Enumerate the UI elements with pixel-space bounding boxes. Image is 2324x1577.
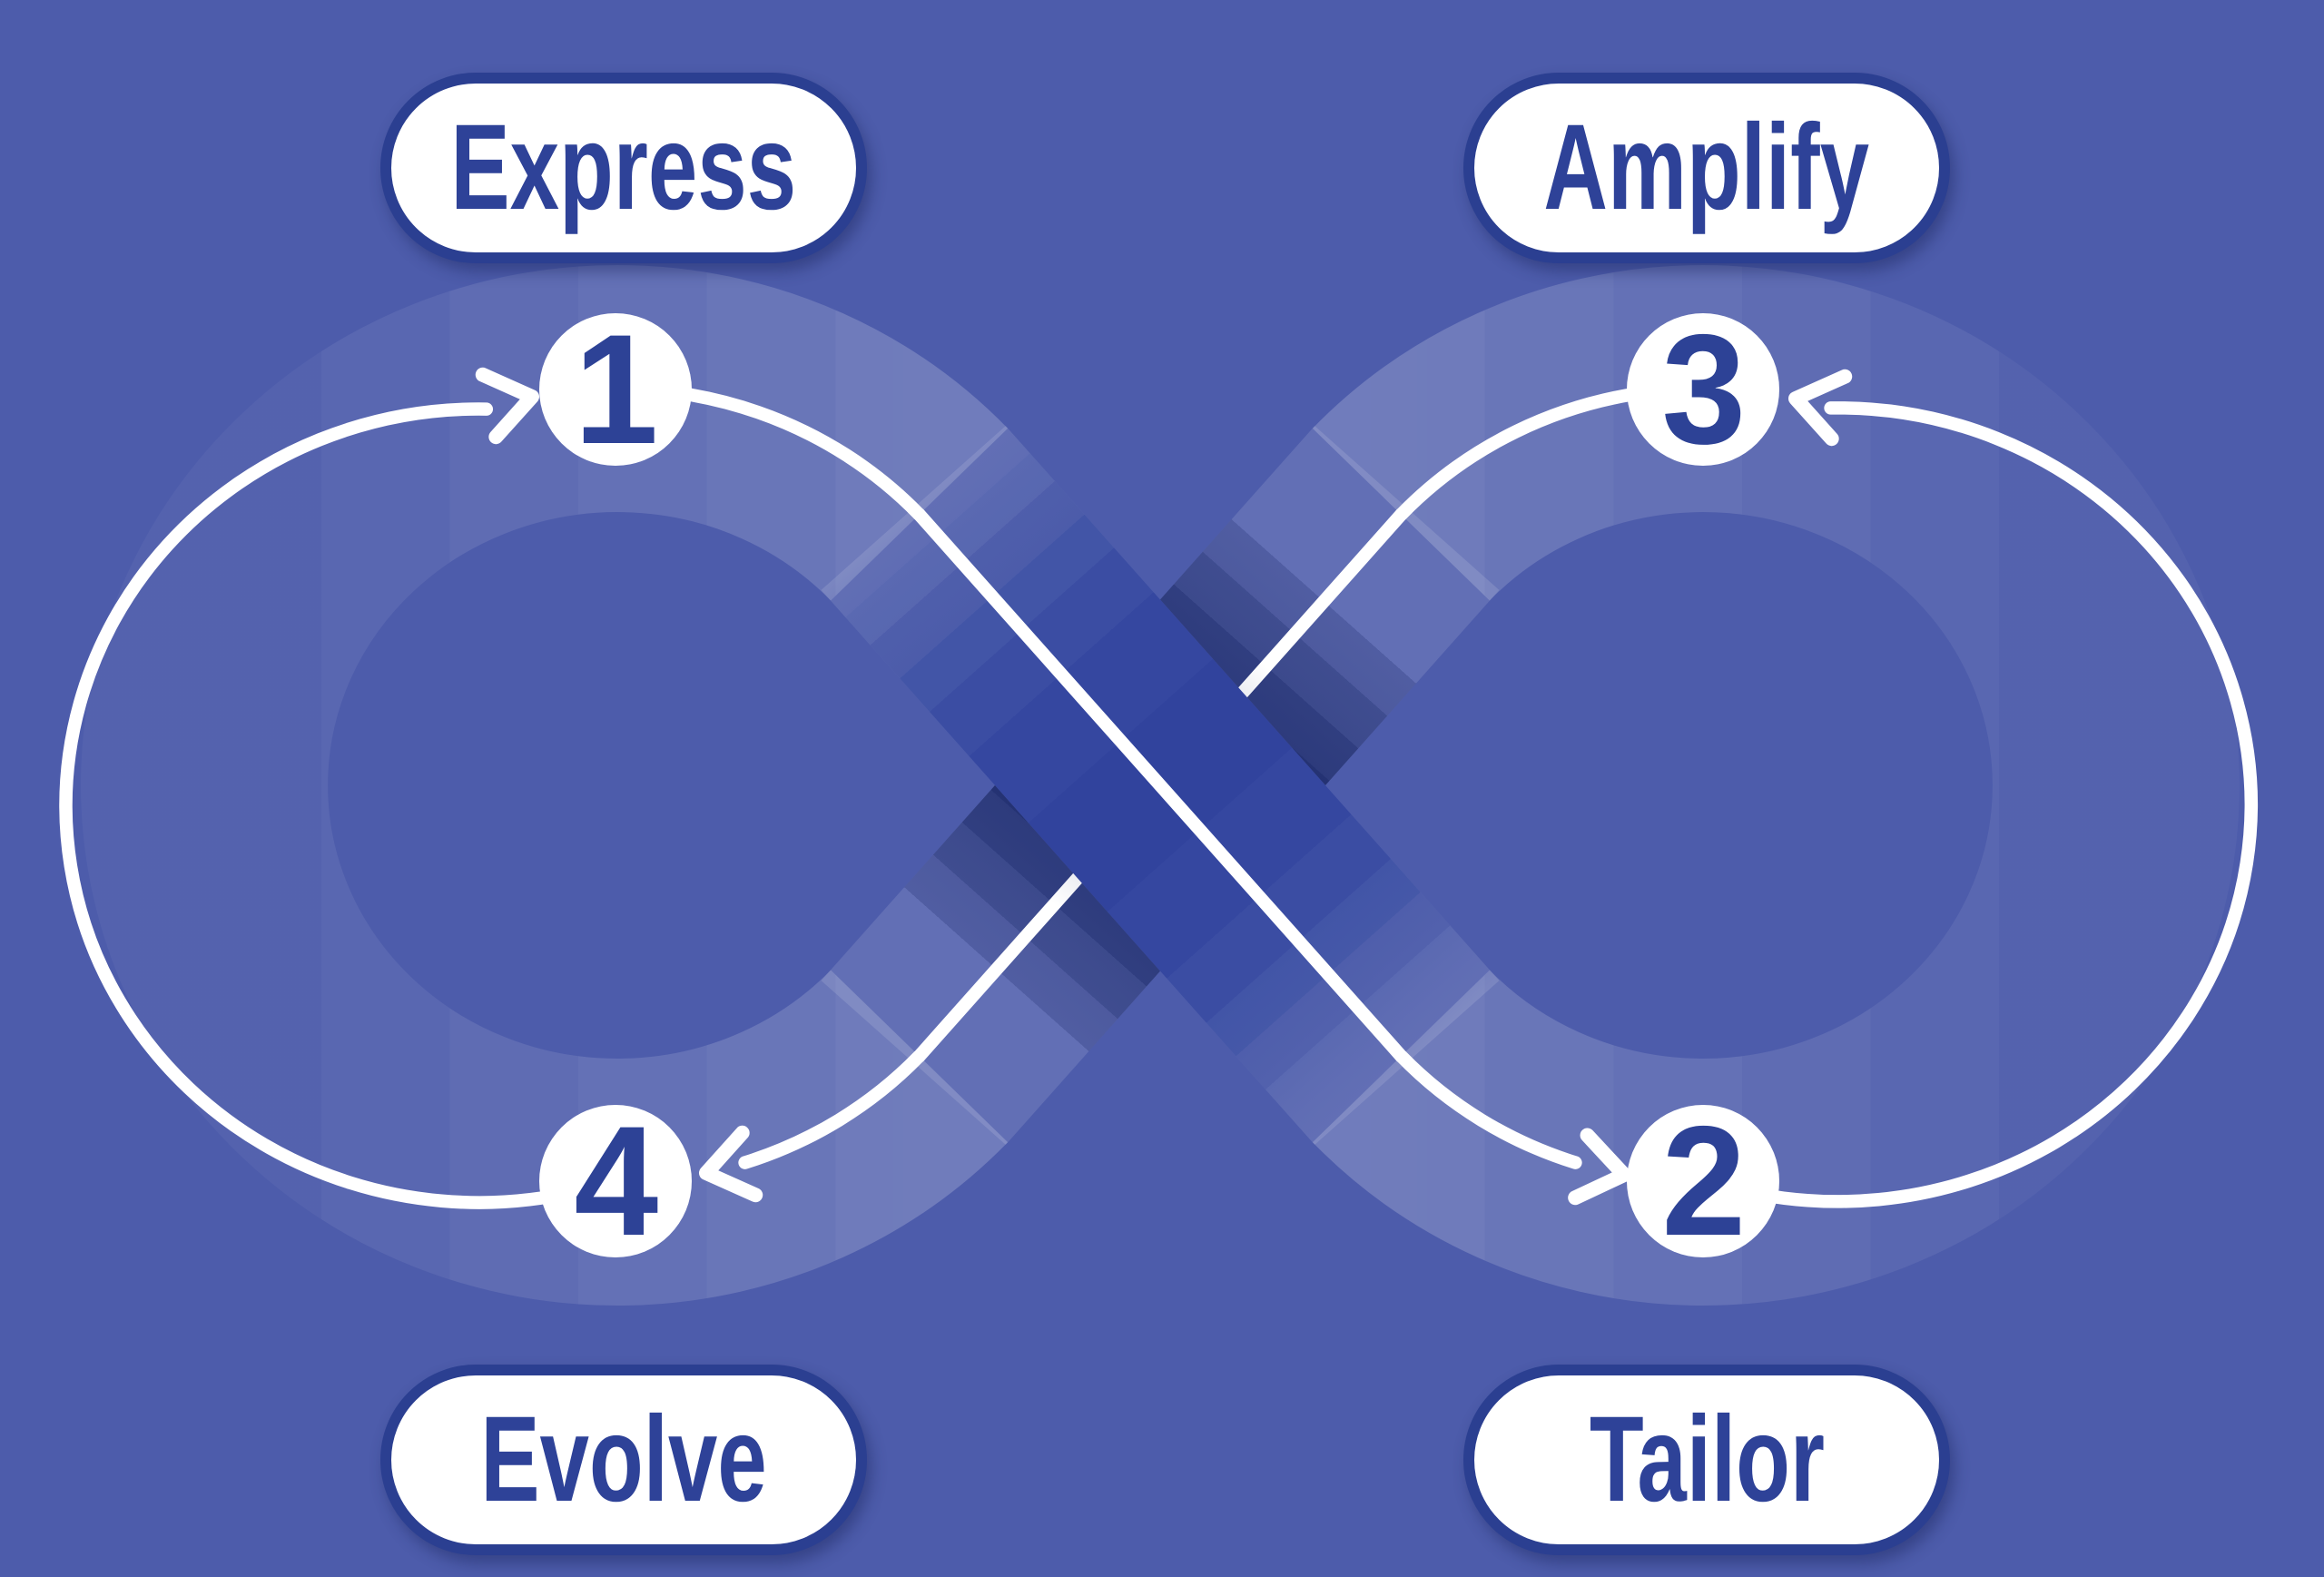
label-pill-tailor: Tailor [1463,1365,1950,1555]
ribbon-left-loop [81,265,1008,1306]
flow-arc-right-lower [1394,1050,1582,1169]
flow-arc-left-lower [738,1050,926,1169]
step-circle-2: 2 [1627,1094,1779,1268]
step-circle-4: 4 [539,1094,692,1268]
arrowhead-into-step-1 [475,367,539,445]
pill-label-tailor: Tailor [1589,1392,1825,1527]
flow-arc-right-exit [1394,384,1659,521]
pill-label-evolve: Evolve [480,1392,767,1527]
step-number-4: 4 [574,1094,659,1268]
step-number-2: 2 [1661,1094,1747,1268]
flow-line-1-to-2 [912,508,1408,1063]
label-pill-express: Express [380,73,867,263]
ribbon-right-loop [1313,265,2240,1306]
flow-arc-left-upper [59,402,617,1209]
arrowhead-into-step-3 [1788,369,1853,447]
arrowhead-into-step-2 [1568,1128,1631,1206]
step-number-3: 3 [1661,302,1747,477]
step-number-1: 1 [574,302,659,477]
step-circle-3: 3 [1627,302,1779,477]
arrowhead-into-step-4 [699,1125,763,1203]
flow-arc-right-upper [1703,401,2258,1208]
pill-label-amplify: Amplify [1543,100,1870,235]
label-pill-evolve: Evolve [380,1365,867,1555]
pill-label-express: Express [450,100,797,235]
label-pill-amplify: Amplify [1463,73,1950,263]
step-circle-1: 1 [539,302,692,477]
